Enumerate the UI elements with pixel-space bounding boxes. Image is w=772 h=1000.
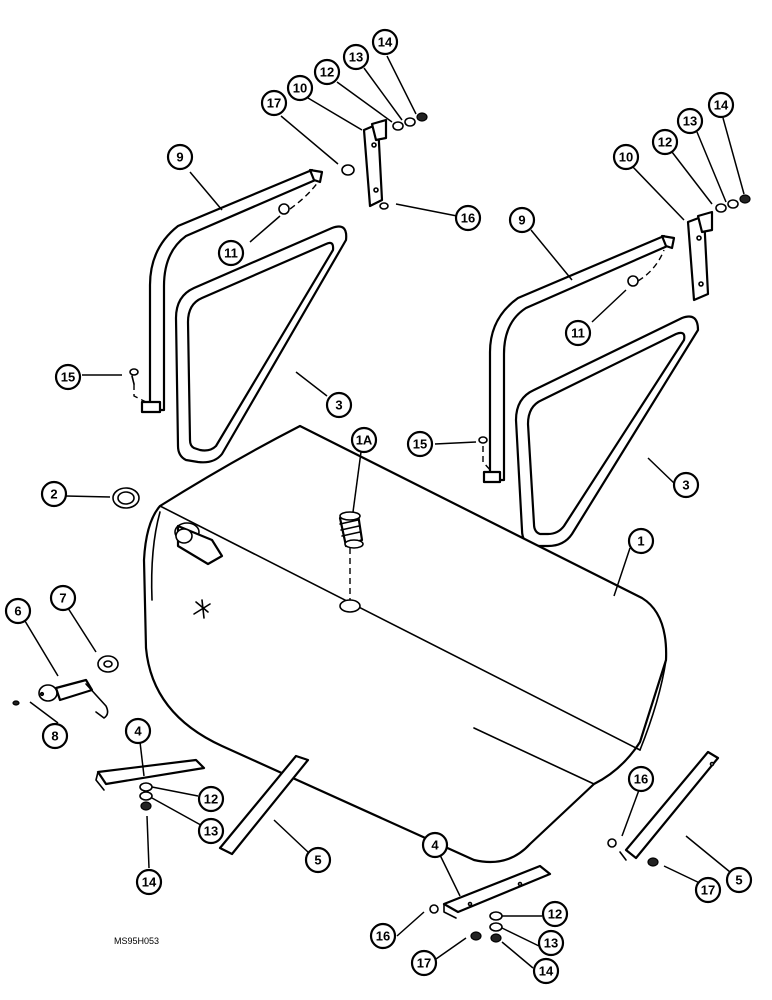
callout-3-right: 3 <box>672 471 700 499</box>
callout-5-right: 5 <box>725 866 753 894</box>
left-tank-strap <box>140 168 324 414</box>
svg-text:17: 17 <box>417 956 431 971</box>
callout-1: 1 <box>627 527 655 555</box>
callout-15-right: 15 <box>406 430 434 458</box>
callout-16-bottom-left: 16 <box>369 922 397 950</box>
svg-text:12: 12 <box>548 907 562 922</box>
callout-17-bottom-right: 17 <box>694 876 722 904</box>
svg-text:1A: 1A <box>356 433 373 448</box>
svg-text:5: 5 <box>735 873 742 888</box>
callout-8: 8 <box>41 722 69 750</box>
svg-text:13: 13 <box>204 824 218 839</box>
callout-4-left: 4 <box>124 717 152 745</box>
fuel-sender-unit <box>38 678 109 719</box>
svg-text:13: 13 <box>683 114 697 129</box>
callout-10-right: 10 <box>612 143 640 171</box>
svg-text:17: 17 <box>701 883 715 898</box>
left-bracket-hardware <box>129 112 428 403</box>
svg-text:3: 3 <box>682 478 689 493</box>
svg-text:17: 17 <box>267 96 281 111</box>
callout-14-bottom-right: 14 <box>532 957 560 985</box>
svg-text:3: 3 <box>335 398 342 413</box>
svg-text:2: 2 <box>50 487 57 502</box>
callout-10-left: 10 <box>286 74 314 102</box>
drawing-code: MS95H053 <box>114 936 159 946</box>
right-strap-bracket <box>686 210 714 302</box>
callout-6: 6 <box>4 597 32 625</box>
svg-text:1: 1 <box>637 534 644 549</box>
fuel-tank <box>142 424 668 864</box>
svg-text:16: 16 <box>634 772 648 787</box>
fill-neck-fitting <box>338 511 364 549</box>
callout-15-left: 15 <box>54 363 82 391</box>
callout-9-right: 9 <box>508 206 536 234</box>
svg-text:11: 11 <box>571 326 585 341</box>
left-tank-support <box>95 758 206 811</box>
svg-text:5: 5 <box>314 853 321 868</box>
svg-text:16: 16 <box>376 929 390 944</box>
right-strap-pad <box>514 315 700 548</box>
callout-16-top: 16 <box>454 204 482 232</box>
callout-14-bottom-left: 14 <box>135 868 163 896</box>
callout-5-left: 5 <box>304 846 332 874</box>
svg-text:8: 8 <box>51 729 58 744</box>
callout-13-top-left: 13 <box>342 43 370 71</box>
svg-text:15: 15 <box>413 437 427 452</box>
left-support-strip <box>218 754 310 856</box>
sender-gasket <box>97 655 119 673</box>
svg-text:4: 4 <box>431 838 439 853</box>
svg-text:13: 13 <box>544 936 558 951</box>
svg-text:6: 6 <box>14 604 21 619</box>
svg-text:11: 11 <box>224 246 238 261</box>
callout-4-right: 4 <box>421 831 449 859</box>
right-support-strip <box>607 750 720 867</box>
callout-12-bottom-right: 12 <box>541 900 569 928</box>
svg-text:14: 14 <box>378 35 393 50</box>
svg-text:12: 12 <box>320 65 334 80</box>
callout-13-top-right: 13 <box>676 107 704 135</box>
callout-12-top-right: 12 <box>651 128 679 156</box>
svg-text:13: 13 <box>349 50 363 65</box>
svg-text:14: 14 <box>142 875 157 890</box>
callout-13-bottom-right: 13 <box>537 929 565 957</box>
svg-text:16: 16 <box>461 211 475 226</box>
callout-16-bottom-right: 16 <box>627 765 655 793</box>
callout-7: 7 <box>49 584 77 612</box>
callout-17-top: 17 <box>260 89 288 117</box>
right-tank-support <box>429 864 552 943</box>
svg-text:9: 9 <box>176 150 183 165</box>
callout-9-left: 9 <box>166 143 194 171</box>
svg-text:12: 12 <box>658 135 672 150</box>
callout-14-top-right: 14 <box>707 91 735 119</box>
callout-1a: 1A <box>350 426 378 454</box>
svg-text:10: 10 <box>293 81 307 96</box>
fuel-cap <box>112 487 140 509</box>
callout-13-bottom-left: 13 <box>197 817 225 845</box>
svg-text:15: 15 <box>61 370 75 385</box>
right-bracket-hardware <box>478 194 751 473</box>
callout-17-bottom-left: 17 <box>410 949 438 977</box>
callout-12-top-left: 12 <box>313 58 341 86</box>
right-tank-strap <box>482 234 676 484</box>
svg-text:7: 7 <box>59 591 66 606</box>
left-strap-pad <box>174 225 348 464</box>
callout-3-left: 3 <box>325 391 353 419</box>
svg-text:9: 9 <box>518 213 525 228</box>
svg-text:12: 12 <box>204 792 218 807</box>
callout-11-right: 11 <box>564 319 592 347</box>
callout-2: 2 <box>40 480 68 508</box>
callout-11-left: 11 <box>217 239 245 267</box>
svg-text:10: 10 <box>619 150 633 165</box>
left-strap-bracket <box>362 118 388 208</box>
svg-text:14: 14 <box>539 964 554 979</box>
svg-text:4: 4 <box>134 724 142 739</box>
callout-14-top-left: 14 <box>371 28 399 56</box>
callout-12-bottom-left: 12 <box>197 785 225 813</box>
svg-text:14: 14 <box>714 98 729 113</box>
sender-screw <box>12 700 20 706</box>
leader-lines <box>24 55 745 969</box>
